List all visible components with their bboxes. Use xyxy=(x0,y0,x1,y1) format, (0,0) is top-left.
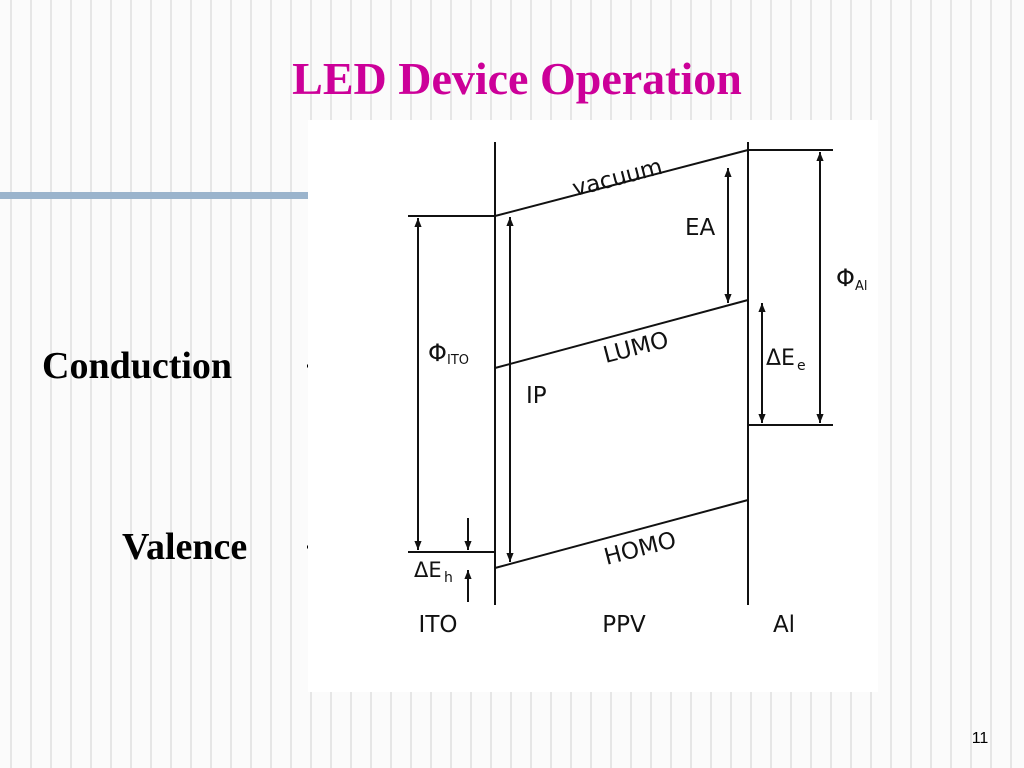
energy-level-diagram: vacuum EA LUMO IP HOMO Φ ITO Φ Al ΔE e Δ… xyxy=(308,120,878,692)
homo-label: HOMO xyxy=(601,527,679,571)
svg-text:Φ: Φ xyxy=(836,264,855,292)
phi-al-label: Φ Al xyxy=(836,264,868,294)
svg-text:ITO: ITO xyxy=(447,353,469,368)
conduction-label: Conduction xyxy=(42,345,233,387)
title-divider xyxy=(0,192,310,199)
slide-number: 11 xyxy=(971,730,989,747)
lumo-label: LUMO xyxy=(601,327,672,369)
al-label: Al xyxy=(773,612,795,638)
ito-label: ITO xyxy=(419,612,458,638)
lumo-level xyxy=(494,299,749,369)
homo-level xyxy=(494,499,749,569)
vacuum-label: vacuum xyxy=(570,154,666,202)
svg-text:ΔE: ΔE xyxy=(414,558,442,582)
valence-label: Valence xyxy=(122,526,248,568)
svg-text:e: e xyxy=(797,358,806,374)
svg-text:Al: Al xyxy=(855,279,868,294)
svg-text:ΔE: ΔE xyxy=(766,346,795,371)
vacuum-level xyxy=(494,149,749,217)
svg-text:h: h xyxy=(444,570,453,586)
delta-e-h-label: ΔE h xyxy=(414,558,453,586)
delta-e-e-label: ΔE e xyxy=(766,346,806,374)
slide-title: LED Device Operation xyxy=(292,53,742,104)
ppv-label: PPV xyxy=(602,612,646,638)
svg-text:Φ: Φ xyxy=(428,339,447,367)
ip-label: IP xyxy=(526,383,547,409)
phi-ito-label: Φ ITO xyxy=(428,339,469,368)
energy-diagram-svg: vacuum EA LUMO IP HOMO Φ ITO Φ Al ΔE e Δ… xyxy=(408,142,868,638)
ea-label: EA xyxy=(685,215,716,241)
